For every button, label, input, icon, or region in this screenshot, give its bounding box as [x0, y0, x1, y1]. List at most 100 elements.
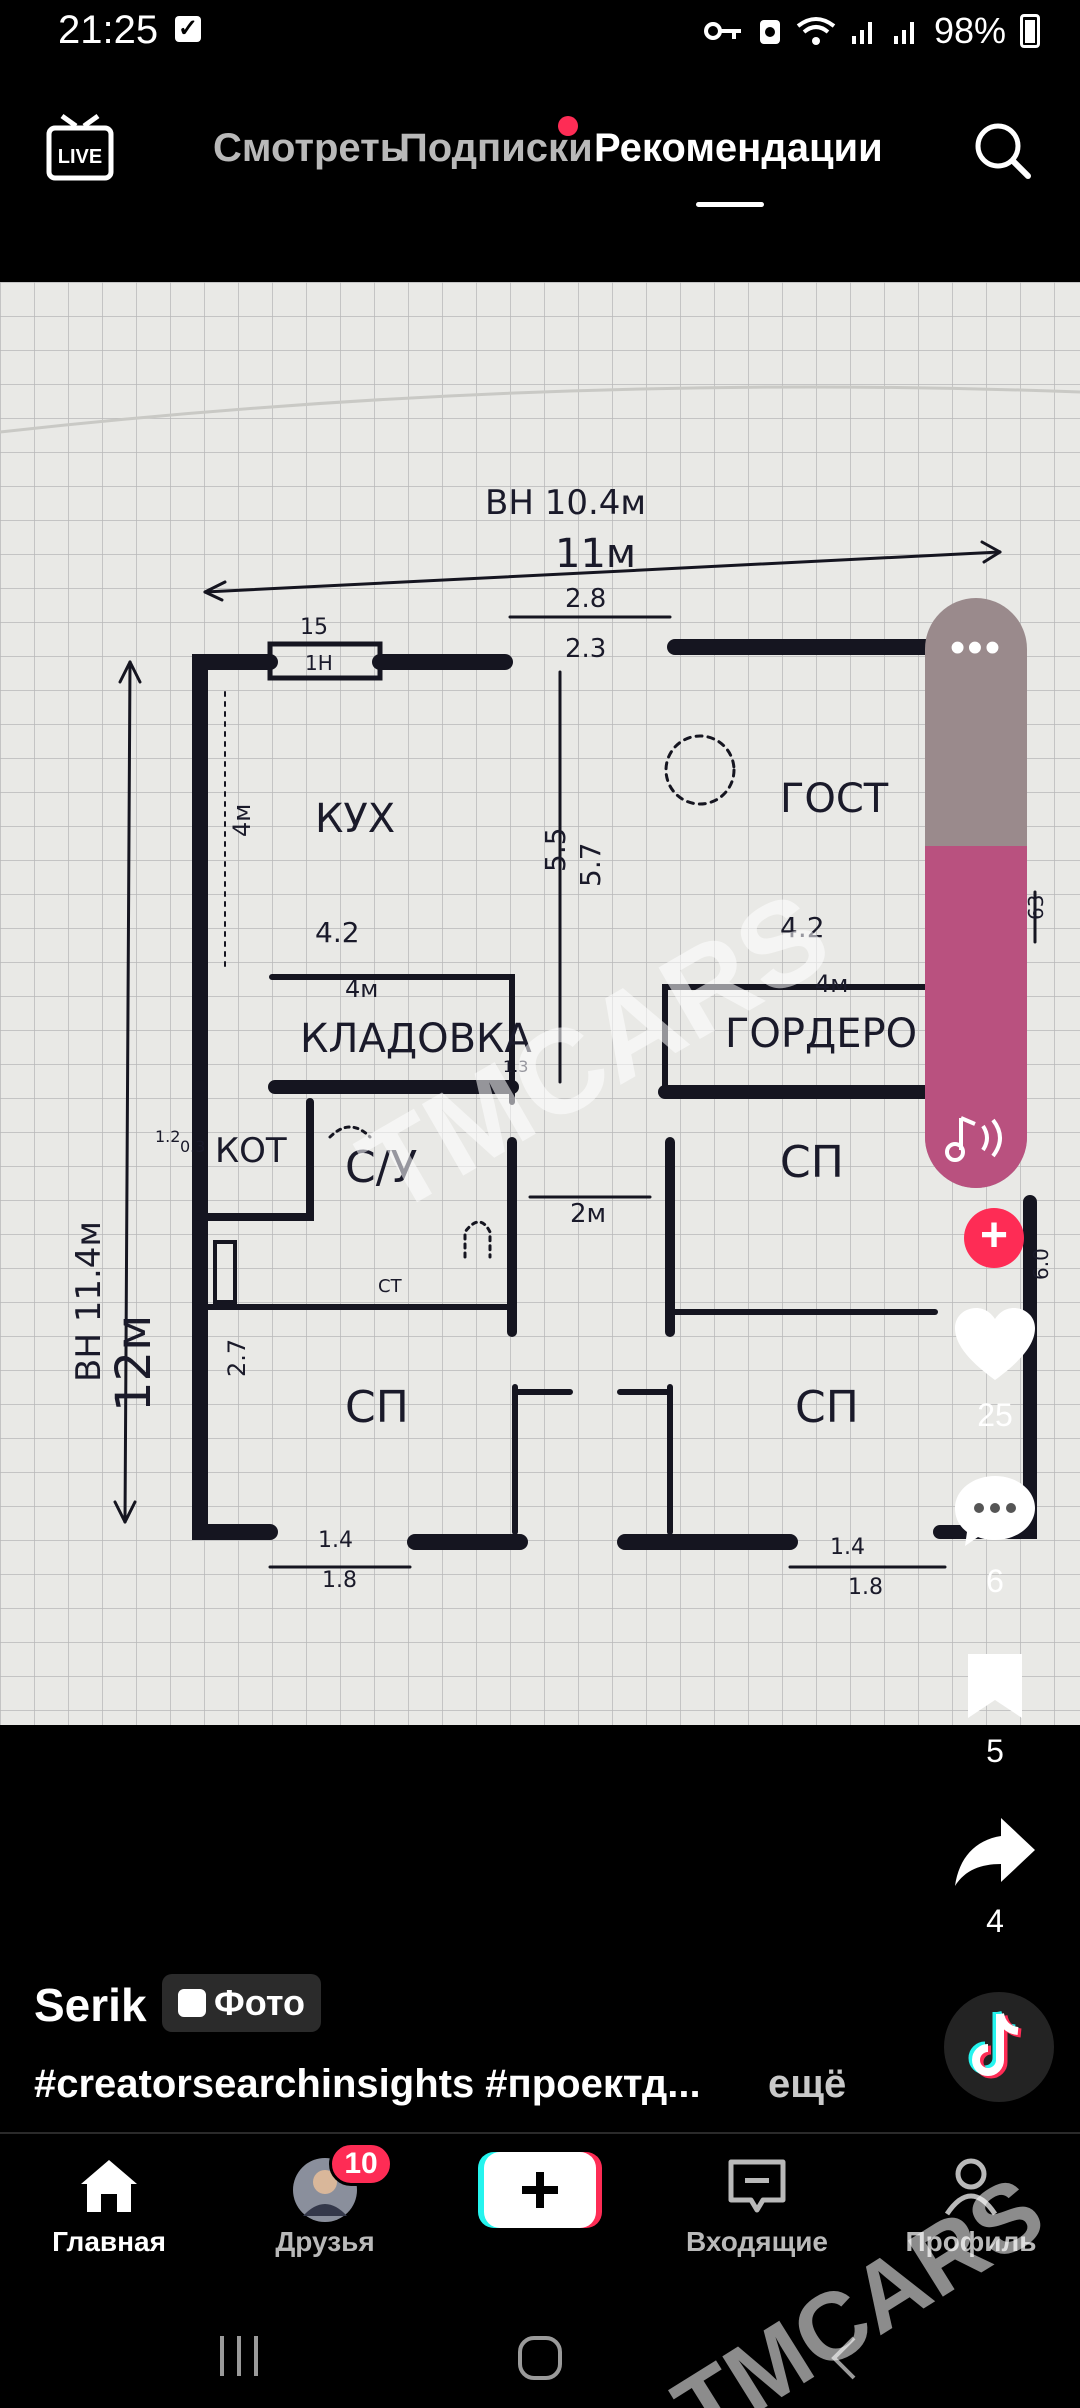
home-icon: [81, 2160, 137, 2212]
sound-level-fill: [925, 845, 1027, 1188]
plan-label-vn-top: ВН 10.4м: [485, 483, 646, 523]
plan-label-bath-small: СТ: [378, 1276, 403, 1297]
battery-icon: [1020, 14, 1040, 48]
plan-label-win-kitchen-b: 1Н: [305, 651, 333, 675]
nav-home-label: Главная: [52, 2226, 166, 2257]
plan-label-height-total: 12м: [106, 1315, 162, 1412]
live-icon[interactable]: LIVE: [46, 112, 114, 182]
post-photo[interactable]: ВН 10.4м 11м 2.8 2.3 15 1Н КУХ ГОСТ 4м 5…: [0, 282, 1080, 1725]
photo-badge-label: Фото: [214, 1982, 305, 2023]
active-tab-indicator: [696, 202, 764, 207]
key-icon: [703, 22, 741, 40]
plan-label-kitchen-depth: 4м: [228, 804, 256, 837]
signal-icon-2: [893, 22, 914, 44]
room-pantry: КЛАДОВКА: [300, 1016, 532, 1062]
room-bedroom-2: СП: [345, 1382, 409, 1433]
plan-label-boiler-a: 1.2: [155, 1127, 180, 1146]
nav-inbox-label: Входящие: [686, 2226, 828, 2257]
back-icon[interactable]: [826, 2334, 862, 2382]
plan-label-depth-27: 2.7: [223, 1339, 251, 1377]
nav-profile-label: Профиль: [905, 2226, 1037, 2257]
status-bar: 21:25 ✓ 98%: [0, 0, 1080, 70]
search-icon[interactable]: [970, 118, 1034, 182]
photo-mode-badge: Фото: [162, 1974, 321, 2032]
status-icons: 98%: [703, 10, 1040, 52]
plan-label-hall-b: 5.7: [574, 842, 607, 887]
floor-plan-drawing: ВН 10.4м 11м 2.8 2.3 15 1Н КУХ ГОСТ 4м 5…: [0, 282, 1080, 1725]
bookmark-icon[interactable]: [960, 1650, 1030, 1720]
sound-disc[interactable]: [944, 1992, 1054, 2102]
comment-action[interactable]: 6: [940, 1474, 1050, 1600]
photo-stack-icon: [178, 1989, 206, 2017]
music-note-icon: [945, 1116, 1002, 1162]
share-count: 4: [986, 1903, 1004, 1939]
watermark-overlay: TMCARS: [657, 2156, 1062, 2408]
wifi-icon: [796, 17, 836, 45]
plan-label-win-kitchen-a: 15: [300, 615, 328, 640]
caption-more-link[interactable]: ещё: [768, 2062, 847, 2106]
room-bedroom-3: СП: [795, 1382, 859, 1433]
recent-apps-icon[interactable]: [214, 2334, 264, 2378]
plan-label-right-edge: 63: [1024, 895, 1048, 920]
share-action[interactable]: 4: [940, 1814, 1050, 1940]
tiktok-logo-icon: [968, 2010, 1022, 2079]
plan-label-vn-left: ВН 11.4м: [69, 1221, 109, 1382]
status-time: 21:25: [58, 8, 159, 52]
checkbox-notification-icon: ✓: [175, 16, 201, 42]
more-options-icon[interactable]: •••: [949, 623, 1003, 672]
plan-label-win-br-b: 1.8: [848, 1575, 883, 1600]
room-guest: ГОСТ: [780, 776, 889, 822]
follow-plus-button[interactable]: +: [964, 1208, 1024, 1268]
plan-label-w4-right: 4м: [815, 970, 848, 998]
signal-icon: [851, 22, 872, 44]
plan-label-pantry-small: 1.3: [503, 1057, 528, 1076]
room-bedroom-1: СП: [780, 1137, 844, 1188]
plan-label-win-bl-b: 1.8: [322, 1568, 357, 1593]
tab-recommendations[interactable]: Рекомендации: [594, 126, 883, 170]
nav-inbox[interactable]: Входящие: [672, 2156, 842, 2257]
room-bathroom: С/У: [345, 1142, 418, 1193]
save-action[interactable]: 5: [940, 1650, 1050, 1770]
room-kitchen: КУХ: [315, 796, 395, 842]
comment-icon[interactable]: [953, 1474, 1037, 1550]
profile-icon: [944, 2158, 998, 2216]
battery-percent: 98%: [933, 10, 1006, 51]
post-caption[interactable]: #creatorsearchinsights #проектд...: [34, 2062, 701, 2106]
plan-label-side-small: 6.0: [1029, 1248, 1053, 1280]
author-name[interactable]: Serik: [34, 1979, 147, 2031]
plan-label-w42-right: 4.2: [780, 911, 825, 944]
plan-label-boiler-b: 0.3: [180, 1137, 205, 1156]
tab-watch[interactable]: Смотреть: [213, 126, 405, 170]
nav-home[interactable]: Главная: [24, 2156, 194, 2257]
share-arrow-icon[interactable]: [953, 1814, 1037, 1890]
create-plus-button[interactable]: [478, 2150, 602, 2230]
inbox-icon: [728, 2159, 786, 2213]
bottom-navigation: [0, 2132, 1080, 2274]
comment-count: 6: [986, 1563, 1004, 1599]
nav-profile[interactable]: Профиль: [886, 2156, 1056, 2257]
watermark-bottom: TMCARS: [657, 2156, 1062, 2408]
save-count: 5: [986, 1733, 1004, 1769]
subscriptions-dot-badge: [558, 116, 578, 136]
plan-label-door-top-b: 2.3: [565, 634, 606, 664]
system-navigation-bar: [0, 2300, 1080, 2408]
plan-label-door-top-a: 2.8: [565, 584, 606, 614]
live-label: LIVE: [58, 146, 102, 168]
room-wardrobe: ГОРДЕРО: [725, 1011, 917, 1057]
plan-label-w42-left: 4.2: [315, 916, 360, 949]
heart-icon[interactable]: [953, 1308, 1037, 1384]
plan-label-width-total: 11м: [555, 531, 636, 577]
like-count: 25: [977, 1397, 1013, 1433]
friends-count-badge: 10: [329, 2142, 393, 2186]
like-action[interactable]: 25: [940, 1308, 1050, 1434]
recycle-icon: [759, 20, 780, 44]
plan-label-win-br-a: 1.4: [830, 1535, 865, 1560]
sound-panel[interactable]: •••: [925, 598, 1027, 1188]
plan-label-corridor: 2м: [570, 1199, 606, 1229]
nav-friends-label: Друзья: [275, 2226, 375, 2257]
home-button-icon[interactable]: [516, 2334, 564, 2382]
plan-label-w4-left: 4м: [345, 975, 378, 1003]
room-boiler: КОТ: [215, 1131, 287, 1171]
plan-label-win-bl-a: 1.4: [318, 1528, 353, 1553]
plan-label-hall-a: 5.5: [539, 827, 572, 872]
